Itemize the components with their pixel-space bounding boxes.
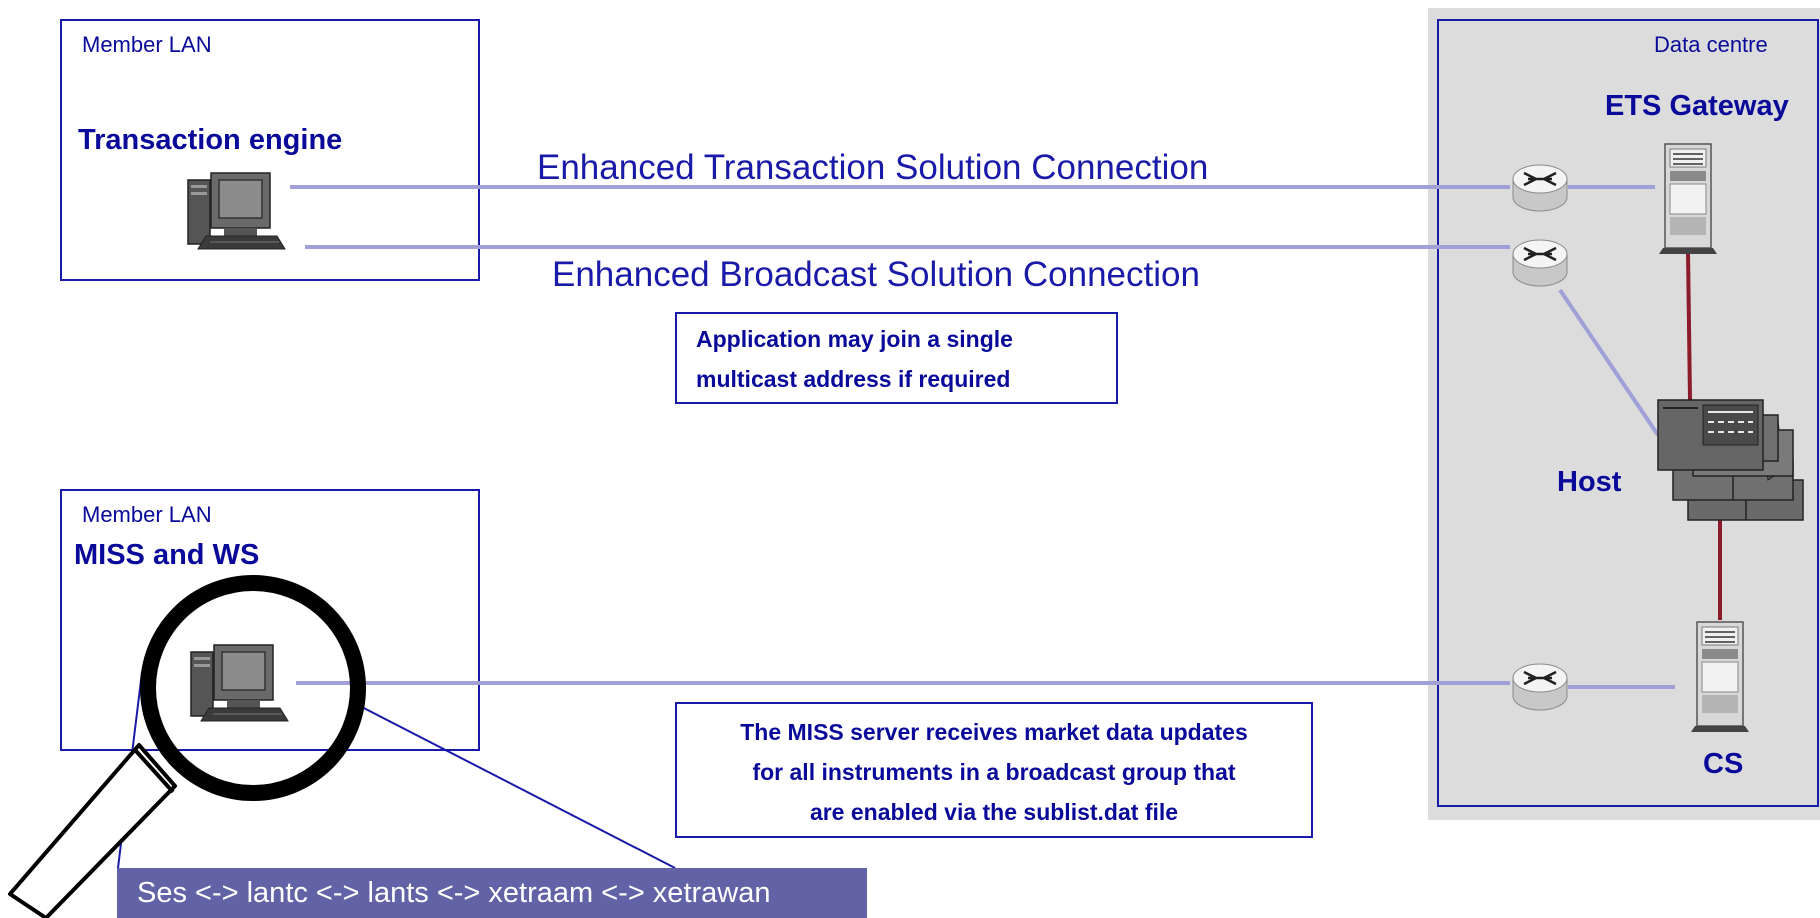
ebs-connection-label: Enhanced Broadcast Solution Connection bbox=[552, 255, 1200, 294]
desktop-computer-icon bbox=[187, 172, 286, 250]
desktop-computer-icon bbox=[190, 644, 289, 722]
member-lan-bottom-frame bbox=[60, 489, 480, 751]
note-line: for all instruments in a broadcast group… bbox=[752, 759, 1236, 785]
process-chain-bar: Ses <-> lantc <-> lants <-> xetraam <-> … bbox=[117, 868, 867, 918]
cs-label: CS bbox=[1703, 748, 1744, 780]
router-icon bbox=[1511, 662, 1569, 712]
multicast-note: Application may join a single multicast … bbox=[675, 312, 1118, 404]
host-label: Host bbox=[1557, 466, 1622, 498]
note-line: Application may join a single bbox=[696, 326, 1013, 352]
miss-and-ws-label: MISS and WS bbox=[74, 539, 260, 571]
ets-gateway-to-host-link bbox=[1686, 251, 1692, 401]
data-centre-frame bbox=[1437, 19, 1819, 807]
member-lan-bottom-label: Member LAN bbox=[82, 502, 212, 527]
ets-gateway-label: ETS Gateway bbox=[1605, 90, 1789, 122]
member-lan-top-label: Member LAN bbox=[82, 32, 212, 57]
member-lan-top-frame bbox=[60, 19, 480, 281]
note-line: are enabled via the sublist.dat file bbox=[809, 799, 1179, 825]
data-centre-label: Data centre bbox=[1654, 32, 1768, 57]
magnifying-glass-icon bbox=[8, 575, 366, 918]
transaction-engine-label: Transaction engine bbox=[78, 124, 343, 156]
cs-server-icon bbox=[1690, 621, 1750, 733]
miss-server-note: The MISS server receives market data upd… bbox=[675, 702, 1313, 838]
zoom-callout-right-line bbox=[357, 704, 676, 869]
ets-gateway-server-icon bbox=[1658, 143, 1718, 255]
ets-connection-label: Enhanced Transaction Solution Connection bbox=[537, 148, 1209, 187]
router-icon bbox=[1511, 163, 1569, 213]
router-to-host-link bbox=[1558, 288, 1660, 437]
router-icon bbox=[1511, 238, 1569, 288]
host-mainframe-icon bbox=[1657, 399, 1804, 521]
note-line: multicast address if required bbox=[696, 366, 1011, 392]
note-line: The MISS server receives market data upd… bbox=[740, 719, 1248, 745]
